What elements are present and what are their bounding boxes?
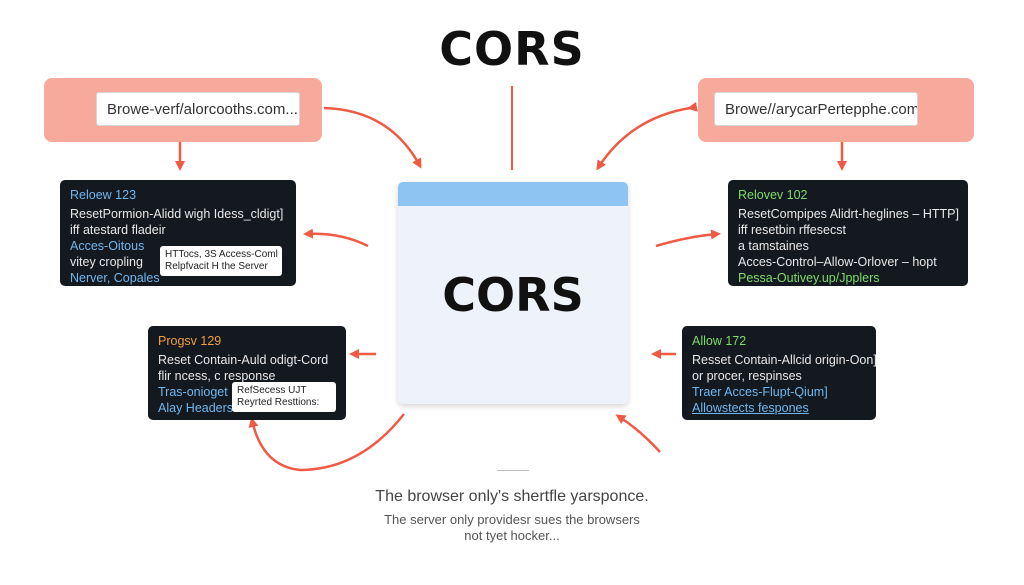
caption-secondary-line: The server only providesr sues the brows…: [384, 512, 640, 527]
panel-bottom-right: Allow 172 Resset Contain-Allcid origin-O…: [682, 326, 877, 420]
cors-center-card: CORS: [398, 182, 628, 404]
panel-line: vitey cropling: [70, 255, 143, 269]
panel-line: iff atestard fladeir: [70, 223, 166, 237]
panel-line: iff resetbin rffesecst: [738, 223, 846, 237]
card-header-bar: [398, 182, 628, 206]
panel-header: Relovev 102: [738, 188, 808, 202]
panel-line: ResetPormion-Alidd wigh Idess_cldigt]: [70, 207, 284, 221]
panel-line: Alay Headers: [158, 401, 234, 415]
note-line: RefSecess UJT: [237, 385, 307, 396]
note-line: HTTocs, 3S Access-Coml: [165, 249, 278, 260]
arrow-center-to-top-right: [655, 229, 721, 248]
cors-center-label: CORS: [442, 268, 584, 322]
right-origin-url: Browe//arycarPertepphe.com: [714, 92, 918, 126]
panel-line: Traer Acces-Flupt-Qium]: [692, 385, 828, 399]
left-origin-url: Browe-verf/alorcooths.com...: [96, 92, 300, 126]
note-line: Relpfvacit H the Server: [165, 261, 268, 272]
panel-line: Tras-onioget: [158, 385, 228, 399]
panel-note: RefSecess UJT Reyrted Resttions:: [232, 382, 336, 412]
diagram-title: CORS: [439, 22, 585, 76]
caption-secondary-line: not tyet hocker...: [464, 528, 560, 543]
panel-note: HTTocs, 3S Access-Coml Relpfvacit H the …: [160, 246, 282, 276]
caption-primary: The browser only's shertfle yarsponce.: [375, 488, 649, 505]
panel-line: Resset Contain-Allcid origin-Oon]: [692, 353, 877, 367]
caption-secondary: The server only providesr sues the brows…: [0, 512, 1024, 544]
panel-line: a tamstaines: [738, 239, 809, 253]
panel-header: Allow 172: [692, 334, 747, 348]
arrow-bottom-left-curve: [248, 413, 405, 472]
panel-line: Nerver, Copales: [70, 271, 160, 285]
right-origin-box: Browe//arycarPertepphe.com: [698, 78, 974, 142]
panel-line: flir ncess, c response: [158, 369, 276, 383]
panel-line: Allowstects fespones: [692, 401, 809, 415]
arrow-right-origin-to-center: [596, 101, 698, 171]
panel-bottom-left: Progsv 129 Reset Contain-Auld odigt-Cord…: [148, 326, 346, 420]
panel-line: ResetCompipes Alidrt-heglines – HTTP]: [738, 207, 959, 221]
panel-line: Pessa-Outivey.up/Jpplers: [738, 271, 880, 285]
panel-header: Relоew 123: [70, 188, 137, 202]
arrow-center-to-top-left: [303, 228, 369, 248]
caption-divider: [497, 470, 529, 471]
arrow-left-origin-to-center: [323, 106, 422, 169]
arrow-bottom-right-curve: [615, 414, 661, 453]
panel-line: or procer, respinses: [692, 369, 802, 383]
panel-line: Acces-Control–Allow-Orlover – hopt: [738, 255, 937, 269]
panel-line: Reset Contain-Auld odigt-Cord: [158, 353, 329, 367]
panel-top-right: Relovev 102 ResetCompipes Alidrt-hegline…: [728, 180, 968, 286]
note-line: Reyrted Resttions:: [237, 397, 320, 408]
panel-line: Acces-Oitous: [70, 239, 145, 253]
panel-top-left: Relоew 123 ResetPormion-Alidd wigh Idess…: [60, 180, 296, 286]
panel-header: Progsv 129: [158, 334, 222, 348]
left-origin-box: Browe-verf/alorcooths.com...: [44, 78, 322, 142]
